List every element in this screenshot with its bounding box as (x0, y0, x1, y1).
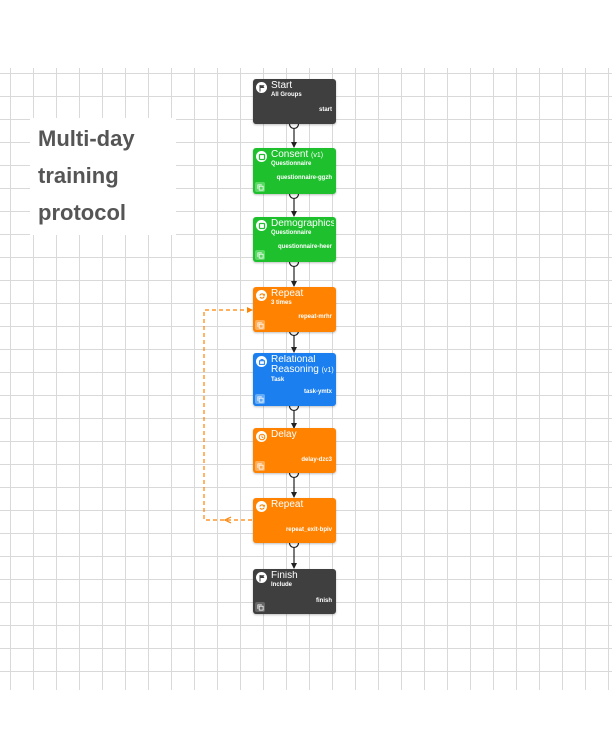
node-slug: task-ymtx (303, 389, 332, 395)
title-line: Multi-day (38, 126, 135, 151)
node-subtitle: Task (271, 377, 285, 383)
node-name: Delay (271, 430, 297, 440)
copy-icon[interactable] (255, 602, 265, 612)
node-name: Repeat (271, 500, 304, 510)
node-subtitle: Questionnaire (271, 161, 312, 167)
copy-icon[interactable] (255, 461, 265, 471)
repeat-icon (256, 501, 267, 512)
node-name: Finish (271, 571, 298, 581)
node-name: Repeat (271, 289, 304, 299)
title-line: training (38, 163, 119, 188)
node-start[interactable]: Start All Groups start (253, 79, 336, 124)
node-demographics[interactable]: Demographics ( Questionnaire questionnai… (253, 217, 336, 262)
node-subtitle: Include (271, 582, 293, 588)
questionnaire-icon (256, 220, 267, 231)
node-finish[interactable]: Finish Include finish (253, 569, 336, 614)
node-consent[interactable]: Consent (v1) Questionnaire questionnaire… (253, 148, 336, 194)
copy-icon[interactable] (255, 394, 265, 404)
node-subtitle: 3 times (271, 300, 292, 306)
node-repeat[interactable]: Repeat 3 times repeat-mrhr (253, 287, 336, 332)
node-slug: start (318, 107, 332, 113)
node-repeat-exit[interactable]: Repeat repeat_exit-bpiv (253, 498, 336, 543)
copy-icon[interactable] (255, 320, 265, 330)
copy-icon[interactable] (255, 250, 265, 260)
node-name: Consent (v1) (271, 150, 324, 160)
node-subtitle: Questionnaire (271, 230, 312, 236)
repeat-icon (256, 290, 267, 301)
node-name: Demographics ( (271, 219, 334, 229)
title-line: protocol (38, 200, 126, 225)
copy-icon[interactable] (255, 182, 265, 192)
node-slug: delay-dzc3 (301, 457, 332, 463)
node-slug: questionnaire-heer (277, 244, 332, 250)
diagram-title: Multi-day training protocol (30, 118, 176, 235)
node-slug: repeat_exit-bpiv (285, 527, 332, 533)
questionnaire-icon (256, 151, 267, 162)
node-slug: questionnaire-ggzh (276, 175, 332, 181)
flag-icon (256, 82, 267, 93)
task-icon (256, 356, 267, 367)
node-name: Start (271, 81, 293, 91)
node-subtitle: All Groups (271, 92, 302, 98)
node-slug: finish (316, 598, 332, 604)
node-relational-reasoning[interactable]: Relational Reasoning (v1) Task task-ymtx (253, 353, 336, 406)
node-name: Relational Reasoning (v1) (271, 355, 334, 375)
node-slug: repeat-mrhr (298, 314, 332, 320)
node-delay[interactable]: Delay delay-dzc3 (253, 428, 336, 473)
clock-icon (256, 431, 267, 442)
flag-icon (256, 572, 267, 583)
